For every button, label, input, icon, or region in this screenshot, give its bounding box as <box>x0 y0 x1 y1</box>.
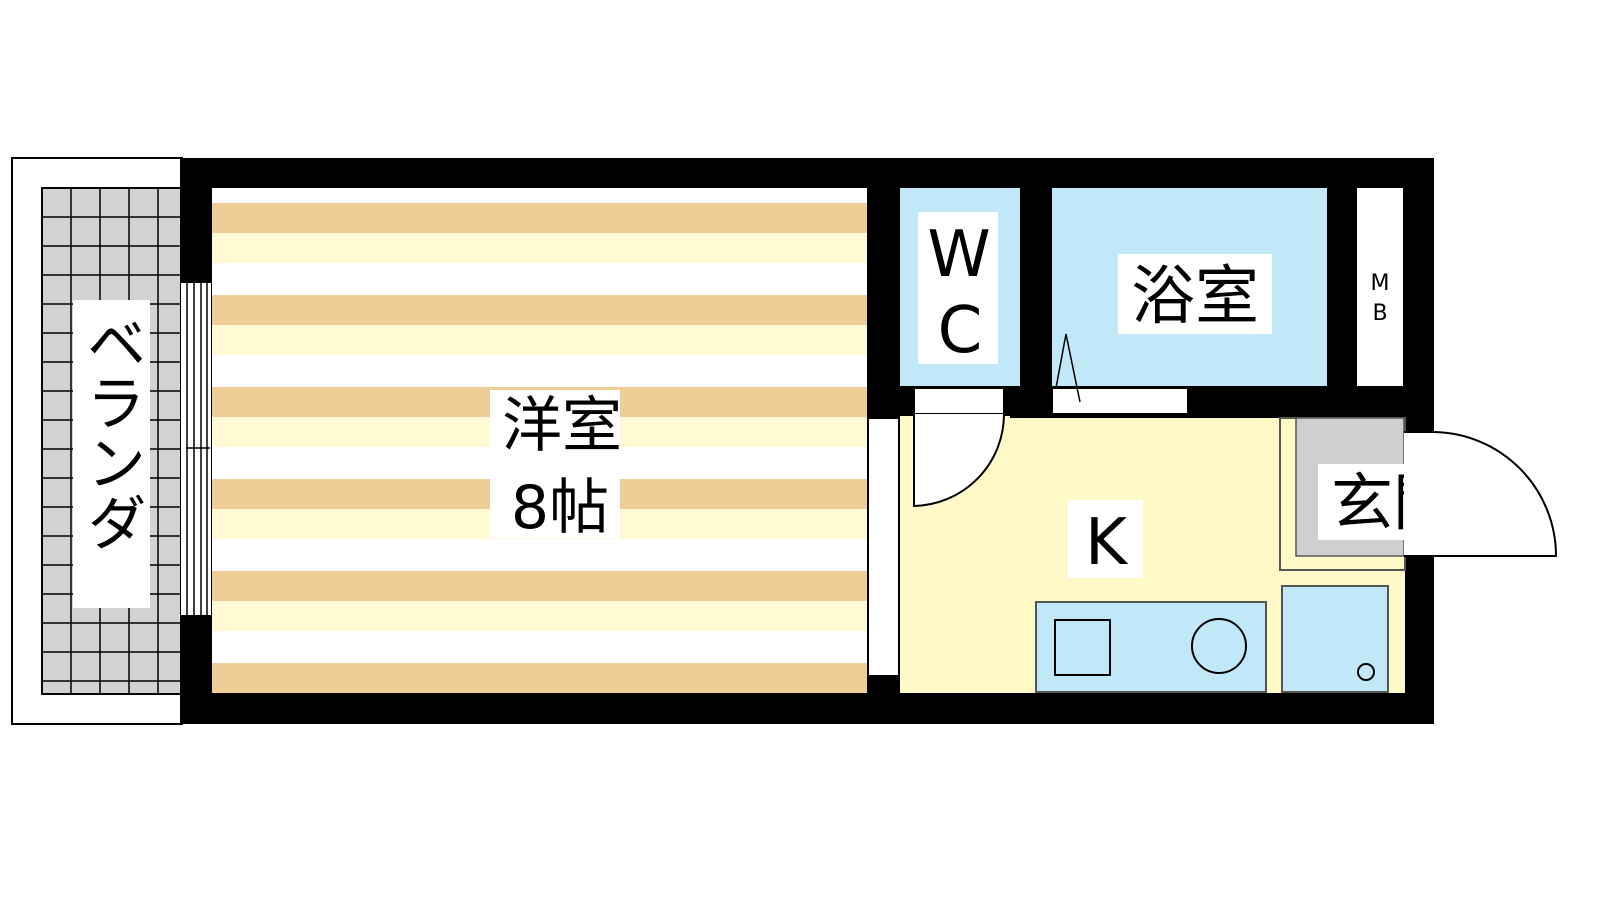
meter-box-label-m: M <box>1371 271 1390 296</box>
balcony: ベランダ <box>11 157 183 725</box>
kitchen-counter <box>1035 601 1267 693</box>
bathroom-door <box>1051 333 1189 415</box>
stripe-orange <box>212 295 867 325</box>
toilet-label-w: W <box>927 218 990 292</box>
kitchen-sink <box>1054 619 1111 676</box>
fridge-space-dot <box>1357 663 1375 681</box>
kitchen-label-bg <box>1068 500 1143 578</box>
western-room-stripes <box>212 203 867 693</box>
stripe-orange <box>212 663 867 693</box>
kitchen-stove-burner <box>1191 618 1247 674</box>
toilet: W C <box>900 188 1020 386</box>
stripe-orange <box>212 571 867 601</box>
bathroom-label: 浴室 <box>1131 260 1259 334</box>
balcony-window <box>181 281 211 617</box>
toilet-door <box>900 387 1010 508</box>
stripe-orange <box>212 203 867 233</box>
western-room: 洋室 8帖 <box>212 188 867 693</box>
meter-box-label-b: B <box>1372 301 1387 326</box>
stripe-cream <box>212 325 867 355</box>
meter-box-floor <box>1357 188 1403 386</box>
balcony-label: ベランダ <box>76 312 146 552</box>
bathroom-label-bg <box>1118 254 1272 334</box>
stripe-cream <box>212 233 867 263</box>
front-door <box>1404 431 1558 557</box>
balcony-label-bg <box>73 300 150 608</box>
western-room-label-bg <box>490 390 620 538</box>
western-room-size: 8帖 <box>511 473 609 543</box>
meter-box: M B <box>1357 188 1403 386</box>
toilet-label-bg <box>918 212 998 364</box>
western-room-label: 洋室 <box>502 391 622 461</box>
bathroom: 浴室 <box>1052 188 1327 386</box>
kitchen-label: K <box>1085 506 1129 580</box>
fridge-space <box>1281 585 1389 693</box>
toilet-label-c: C <box>938 294 983 368</box>
sliding-door <box>867 417 900 677</box>
stripe-cream <box>212 601 867 631</box>
